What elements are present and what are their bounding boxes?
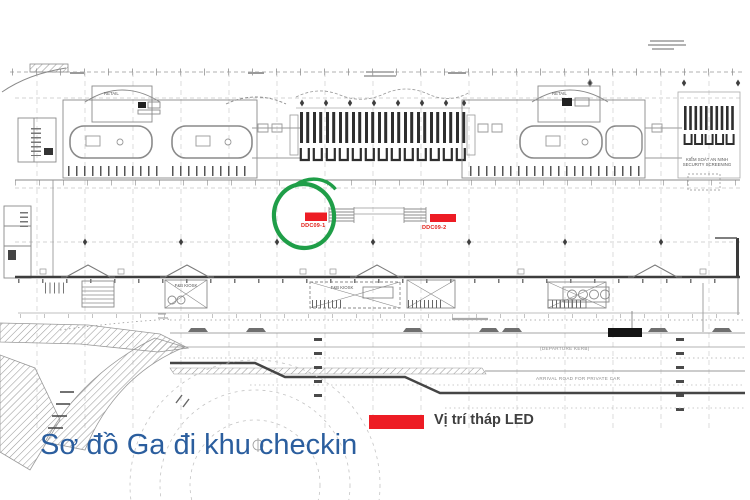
retail-label-left: RETAIL	[104, 91, 119, 96]
legend-led-swatch	[369, 415, 424, 429]
terminal-block-left	[17, 85, 300, 179]
terminal-floor-edge	[15, 179, 740, 277]
security-screening-label: KIỂM SOÁT AN NINH SECURITY SCREENING	[682, 157, 732, 168]
kiosk-label-left: F&B KIOSK	[174, 283, 198, 288]
led-tower-2-label: DDC09-2	[422, 224, 447, 231]
top-annotation-smudges	[70, 40, 686, 77]
led-tower-1-label: DDC09-1	[301, 222, 326, 229]
retail-label-right: RETAIL	[552, 91, 567, 96]
landside-kiosks	[18, 279, 740, 319]
led-tower-marker-1	[305, 212, 327, 221]
departure-kerb-label: (DEPARTURE KERB)	[540, 346, 590, 351]
roadway	[59, 311, 745, 412]
terminal-block-right	[461, 79, 682, 179]
concourse-front-wall	[15, 264, 740, 283]
bus-shape	[608, 328, 642, 337]
legend-led-label: Vị trí tháp LED	[434, 412, 534, 428]
checkin-counters-center	[289, 88, 476, 162]
concourse-stairs	[328, 207, 427, 223]
ramp-roads	[0, 322, 381, 500]
led-tower-marker-2	[430, 214, 456, 222]
page-title: Sơ đồ Ga đi khu checkin	[40, 429, 358, 461]
arrival-road-label: ARRIVAL ROAD FOR PRIVATE CAR	[536, 376, 621, 381]
kiosk-label-center: F&B KIOSK	[330, 285, 354, 290]
top-left-ramp	[1, 63, 69, 93]
highlight-circle	[271, 177, 337, 251]
